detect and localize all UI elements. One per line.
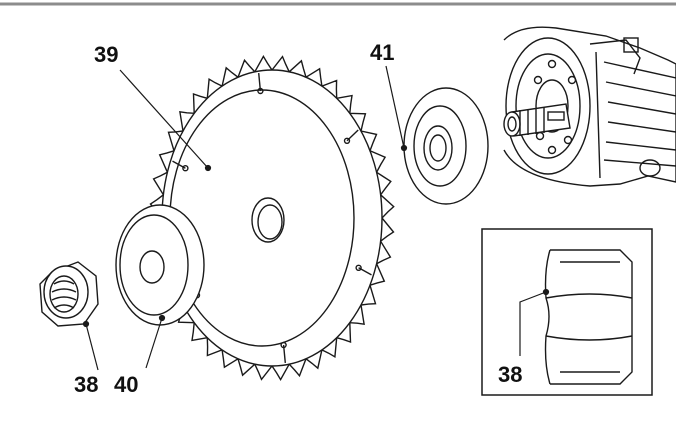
spindle-shaft bbox=[503, 103, 571, 137]
leader-41 bbox=[385, 65, 405, 149]
detail-box bbox=[481, 228, 653, 396]
hex-nut bbox=[39, 261, 99, 327]
blade-slot-end bbox=[182, 164, 189, 172]
callout-40: 40 bbox=[114, 372, 138, 397]
callout-38-detail: 38 bbox=[498, 362, 522, 387]
blade-slot-end bbox=[280, 341, 287, 349]
detail-nut bbox=[544, 249, 633, 385]
leader-lines bbox=[82, 65, 550, 371]
callout-41: 41 bbox=[370, 40, 394, 65]
blade-slot-end bbox=[343, 137, 351, 145]
blade-slot-end bbox=[355, 264, 362, 271]
leader-38-detail bbox=[519, 291, 547, 356]
outer-flange bbox=[115, 204, 205, 326]
leader-39 bbox=[119, 69, 209, 169]
leader-40 bbox=[145, 317, 163, 369]
blade-slot-end bbox=[257, 87, 264, 95]
leader-38 bbox=[85, 323, 99, 371]
inner-flange bbox=[403, 87, 489, 205]
callout-38: 38 bbox=[74, 372, 98, 397]
motor-housing bbox=[503, 26, 676, 187]
callout-39: 39 bbox=[94, 42, 118, 67]
